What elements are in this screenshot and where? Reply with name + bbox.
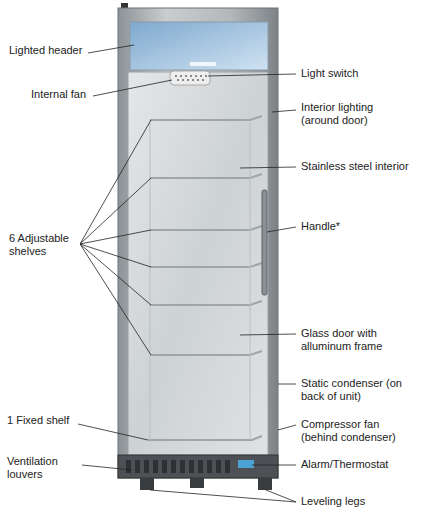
part-label: Lighted header	[8, 44, 83, 57]
part-label: Handle*	[300, 220, 341, 233]
part-label: Ventilation louvers	[6, 455, 82, 481]
part-label: 1 Fixed shelf	[6, 414, 70, 427]
part-label: Compressor fan (behind condenser)	[300, 418, 414, 444]
part-label: Alarm/Thermostat	[300, 458, 389, 471]
part-label: Light switch	[300, 67, 359, 80]
part-label: Interior lighting (around door)	[300, 101, 412, 127]
part-label: 6 Adjustable shelves	[8, 232, 80, 258]
part-label: Glass door with alluminum frame	[300, 327, 414, 353]
part-label: Static condenser (on back of unit)	[300, 377, 414, 403]
part-label: Stainless steel interior	[300, 160, 410, 173]
part-label: Internal fan	[30, 88, 87, 101]
part-label: Leveling legs	[300, 495, 366, 508]
